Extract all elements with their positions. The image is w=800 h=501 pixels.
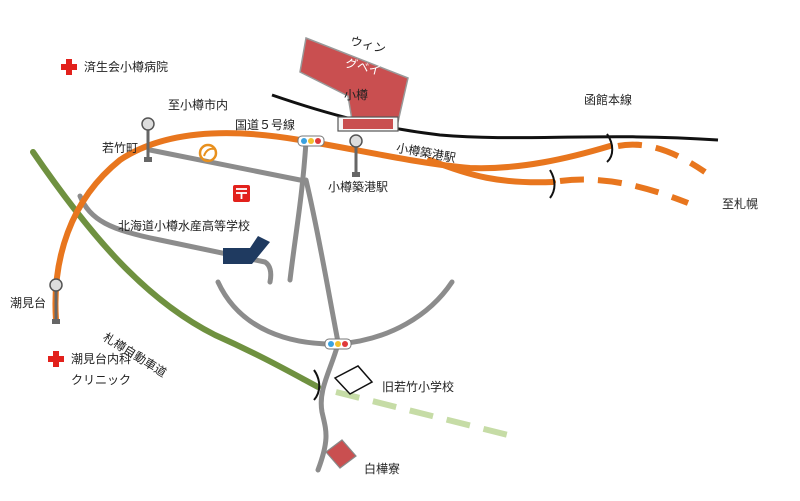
road-south (315, 341, 341, 473)
traffic-signal-icon (324, 338, 352, 350)
expressway-planned-line (335, 389, 513, 439)
school-icon (223, 236, 270, 264)
route5-lower (427, 157, 556, 186)
label-route5: 国道５号線 (235, 118, 296, 132)
local-roads (77, 139, 455, 473)
red-cross-icon (48, 351, 64, 367)
bus-stop-icon (141, 117, 155, 162)
label-wakatake-cho: 若竹町 (102, 141, 139, 155)
gas-station-icon (198, 143, 218, 163)
wing-bay-building (299, 36, 409, 132)
label-hakodate-line: 函館本線 (584, 93, 633, 107)
tunnel-marks (549, 133, 614, 199)
label-suisan-school: 北海道小樽水産高等学校 (118, 219, 251, 233)
hakodate-rail-line (271, 93, 719, 142)
label-shiomidai-clinic-2: クリニック (71, 373, 132, 387)
bus-stop-icon (349, 134, 363, 177)
label-to-sapporo: 至札幌 (722, 197, 759, 211)
label-wing-bay-3: 小樽 (344, 88, 369, 102)
label-saiseikai-hospital: 済生会小樽病院 (84, 60, 169, 74)
post-office-icon (233, 185, 250, 202)
old-school-icon (333, 365, 374, 395)
road-school-block (77, 193, 274, 285)
label-to-otaru-city: 至小樽市内 (168, 98, 229, 112)
red-cross-icon (61, 59, 77, 75)
traffic-signal-icon (297, 135, 325, 147)
expressway-tunnel-mark (313, 369, 321, 401)
road-branch-down (303, 177, 341, 345)
label-otaru-chikko-station: 小樽築港駅 (328, 180, 389, 194)
road-wakatake-east (147, 147, 303, 183)
label-shirakaba: 白樺寮 (364, 462, 401, 476)
shirakaba-building-icon (325, 439, 357, 469)
bus-stop-icon (49, 278, 63, 324)
road-vertical-main (287, 139, 309, 283)
label-old-wakatake-school: 旧若竹小学校 (382, 380, 455, 394)
label-shiomidai: 潮見台 (10, 296, 47, 310)
route5-planned (559, 141, 707, 206)
label-shiomidai-clinic-1: 潮見台内科 (71, 352, 132, 366)
